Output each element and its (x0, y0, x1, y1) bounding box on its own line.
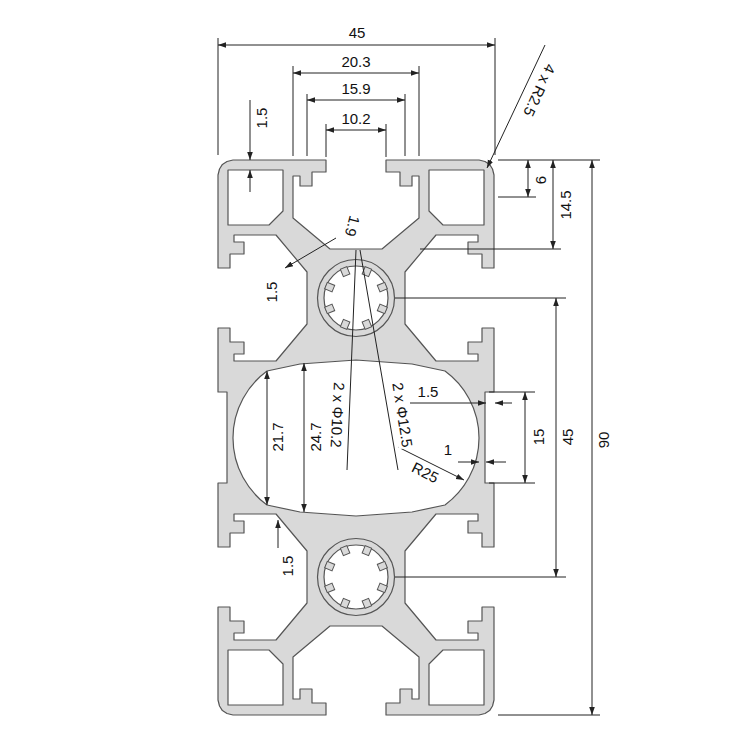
extension-line (307, 94, 308, 156)
dimension-line (556, 298, 557, 577)
extension-line (498, 197, 536, 198)
bore-tooth (340, 319, 350, 329)
leader-line (360, 250, 398, 470)
extension-line (498, 715, 600, 716)
dimension-label: 1.5 (264, 281, 281, 304)
dimension-label: 1.5 (417, 384, 440, 401)
extension-line (218, 38, 219, 155)
dimension-label: 1.5 (280, 555, 297, 578)
center-bore (318, 260, 395, 337)
dimension-label: 4 x R2.5 (519, 60, 558, 119)
dimension-label: 21.7 (270, 421, 287, 452)
extension-line (498, 160, 600, 161)
dimension-label: 1.9 (341, 213, 363, 239)
dimension-line (267, 371, 268, 505)
bore-tooth (340, 267, 350, 277)
extension-line (293, 66, 294, 156)
extrusion-profile (218, 160, 494, 715)
bore-hole (324, 545, 388, 609)
bore-tooth (340, 546, 350, 556)
extension-line (495, 38, 496, 155)
dimension-line (278, 520, 279, 548)
leader-line (285, 238, 336, 268)
dimension-label: 2 x Φ10.2 (327, 381, 347, 449)
dimension-line (458, 462, 479, 463)
dimension-line (293, 73, 419, 74)
dimension-line (592, 160, 593, 715)
extension-line (489, 392, 535, 393)
bore-tooth (377, 304, 387, 314)
extension-line (395, 298, 566, 299)
dimension-line (326, 130, 386, 131)
bore-tooth (325, 304, 335, 314)
dimension-label: 1.5 (254, 107, 271, 130)
dimension-line (486, 462, 506, 463)
extension-line (419, 66, 420, 156)
dimension-label: R25 (408, 459, 442, 487)
bore-tooth (362, 319, 372, 329)
dimension-label: 1 (443, 442, 453, 459)
center-bore (318, 539, 395, 616)
dimension-label: 2 x Φ12.5 (389, 380, 416, 449)
dimension-line (250, 170, 251, 192)
dimension-line (250, 100, 251, 160)
dimension-label: 45 (560, 428, 577, 447)
dimension-line (307, 100, 405, 101)
dimension-label: 15.9 (340, 81, 371, 98)
bore-ring (318, 260, 395, 337)
bore-tooth (325, 583, 335, 593)
bore-tooth (362, 598, 372, 608)
dimension-lines (218, 38, 600, 715)
extension-line (386, 124, 387, 157)
dimension-line (495, 403, 512, 404)
bore-tooth (377, 583, 387, 593)
dimension-label: 15 (531, 428, 548, 447)
leader-line (347, 250, 356, 470)
extension-line (489, 483, 535, 484)
dimension-label: 24.7 (308, 421, 325, 452)
dimension-line (304, 363, 305, 512)
bore-tooth (325, 561, 335, 571)
bore-ring (318, 539, 395, 616)
dimension-label: 20.3 (340, 54, 371, 71)
bore-tooth (325, 282, 335, 292)
dimension-line (410, 403, 486, 404)
extension-line (395, 577, 566, 578)
profile-outline (218, 160, 494, 715)
bore-hole (324, 266, 388, 330)
dimension-label: 45 (348, 25, 367, 42)
bore-tooth (377, 561, 387, 571)
dimension-line (218, 45, 495, 46)
bore-tooth (377, 282, 387, 292)
dimension-label: 10.2 (340, 111, 371, 128)
dimension-line (525, 392, 526, 483)
bore-tooth (362, 546, 372, 556)
extension-line (326, 124, 327, 157)
dimension-label: 6 (533, 175, 550, 185)
extension-line (405, 94, 406, 156)
dimension-line (553, 160, 554, 249)
dimension-label: 90 (596, 431, 613, 450)
dimension-line (528, 160, 529, 197)
bore-tooth (340, 598, 350, 608)
dimension-label: 14.5 (558, 189, 575, 220)
extension-line (420, 249, 561, 250)
